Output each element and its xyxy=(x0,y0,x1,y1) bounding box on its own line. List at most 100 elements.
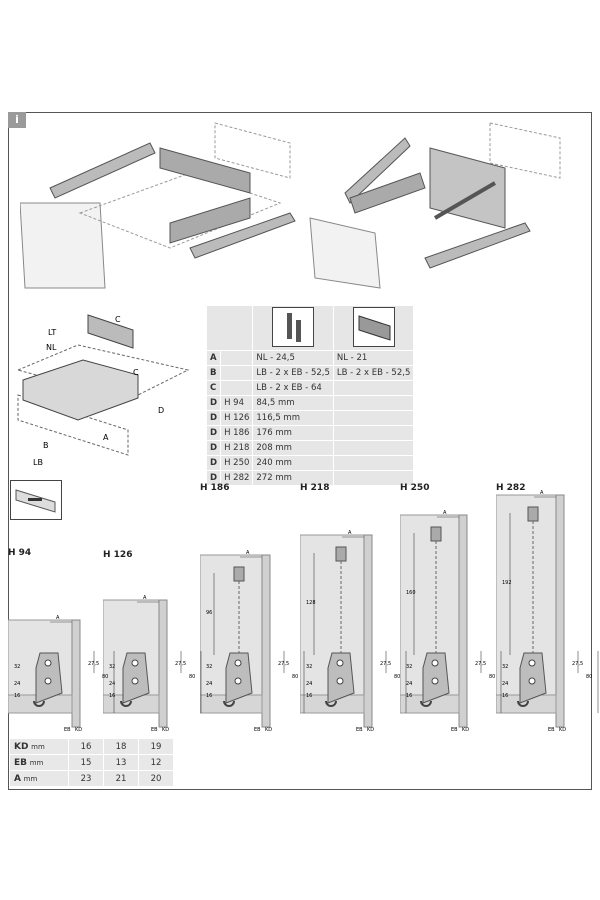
front-panel xyxy=(309,217,381,289)
dim-kd: KD xyxy=(265,727,272,733)
dim-24: 24 xyxy=(14,681,20,687)
label-c-top: C xyxy=(115,315,121,324)
dim-27-5: 27,5 xyxy=(380,661,391,667)
dim-kd: KD xyxy=(559,727,566,733)
dims-label-key: KD xyxy=(14,741,29,752)
spec-cell-key: B xyxy=(205,365,222,381)
label-nl: NL xyxy=(46,343,57,352)
upper-connector xyxy=(233,566,245,582)
front-panel xyxy=(20,202,106,289)
dim-eb: EB xyxy=(356,727,363,733)
dims-value: 15 xyxy=(68,754,104,771)
dims-value: 21 xyxy=(103,770,139,787)
upper-connector xyxy=(430,526,442,542)
spec-cell-col2: LB - 2 x EB - 52,5 xyxy=(332,365,415,381)
spec-cell-height xyxy=(220,350,254,366)
dim-16: 16 xyxy=(109,693,115,699)
spec-cell-key: D xyxy=(205,425,222,441)
dim-a: A xyxy=(56,615,60,621)
spec-cell-col1: LB - 2 x EB - 52,5 xyxy=(252,365,334,381)
dims-label: EB mm xyxy=(9,754,69,771)
dim-32: 32 xyxy=(306,664,312,670)
drawer-dimension-diagram: C LT NL C D B A LB xyxy=(16,314,190,467)
dim-eb: EB xyxy=(548,727,555,733)
spec-cell-col2 xyxy=(332,380,415,396)
dim-24: 24 xyxy=(109,681,115,687)
dims-label: KD mm xyxy=(9,738,69,755)
spec-cell-col2 xyxy=(332,470,415,486)
spec-cell-col2 xyxy=(332,455,415,471)
spec-cell-key: C xyxy=(205,380,222,396)
spec-cell-col2 xyxy=(332,395,415,411)
dim-upper: 160 xyxy=(406,590,416,596)
cabinet-side xyxy=(158,599,168,728)
back-panel xyxy=(489,122,561,179)
profile-title: H 94 xyxy=(8,548,32,558)
side-profile-front xyxy=(349,172,426,214)
dim-32: 32 xyxy=(14,664,20,670)
dim-80: 80 xyxy=(189,674,195,680)
dims-label-unit: mm xyxy=(29,758,44,767)
spec-cell-col1: 208 mm xyxy=(252,440,334,456)
dim-a: A xyxy=(348,530,352,536)
profile-title: H 282 xyxy=(496,483,526,493)
dim-upper: 192 xyxy=(502,580,512,586)
cabinet-side xyxy=(555,494,565,728)
spec-cell-height: H 126 xyxy=(220,410,254,426)
exploded-drawer-right xyxy=(309,122,561,289)
dims-value: 23 xyxy=(68,770,104,787)
profile-title: H 218 xyxy=(300,483,330,493)
profile-title: H 186 xyxy=(200,483,230,493)
spec-cell-height: H 94 xyxy=(220,395,254,411)
side-rail-right xyxy=(189,212,296,259)
label-lb: LB xyxy=(33,458,43,467)
label-c: C xyxy=(133,368,139,377)
side-profile-back xyxy=(159,147,251,194)
spec-cell-col2 xyxy=(332,425,415,441)
side-profile-front xyxy=(169,197,251,244)
spec-cell-key: D xyxy=(205,470,222,486)
dim-80: 80 xyxy=(586,674,592,680)
dim-a: A xyxy=(443,510,447,516)
spec-cell-key: D xyxy=(205,440,222,456)
label-a: A xyxy=(103,433,109,442)
spec-cell-col1: NL - 24,5 xyxy=(252,350,334,366)
dim-a: A xyxy=(143,595,147,601)
dim-kd: KD xyxy=(162,727,169,733)
spec-table-header xyxy=(205,305,415,351)
dim-27-5: 27,5 xyxy=(475,661,486,667)
dim-32: 32 xyxy=(406,664,412,670)
label-b: B xyxy=(43,441,49,450)
spec-cell-col2: NL - 21 xyxy=(332,350,415,366)
dim-kd: KD xyxy=(367,727,374,733)
back-panel-c xyxy=(87,314,134,349)
dim-24: 24 xyxy=(206,681,212,687)
cabinet-side xyxy=(363,534,373,728)
label-lt: LT xyxy=(48,328,56,337)
profile-title: H 126 xyxy=(103,550,133,560)
dims-label: A mm xyxy=(9,770,69,787)
dim-upper: 96 xyxy=(206,610,212,616)
dims-value: 19 xyxy=(138,738,174,755)
dim-kd: KD xyxy=(462,727,469,733)
dims-value: 12 xyxy=(138,754,174,771)
back-panel xyxy=(214,122,291,179)
dim-kd: KD xyxy=(75,727,82,733)
dim-27-5: 27,5 xyxy=(278,661,289,667)
dim-a: A xyxy=(246,550,250,556)
side-rail-left xyxy=(344,137,411,204)
dim-a: A xyxy=(540,490,544,496)
dim-eb: EB xyxy=(151,727,158,733)
dims-value: 13 xyxy=(103,754,139,771)
label-d: D xyxy=(158,406,164,415)
dim-27-5: 27,5 xyxy=(572,661,583,667)
